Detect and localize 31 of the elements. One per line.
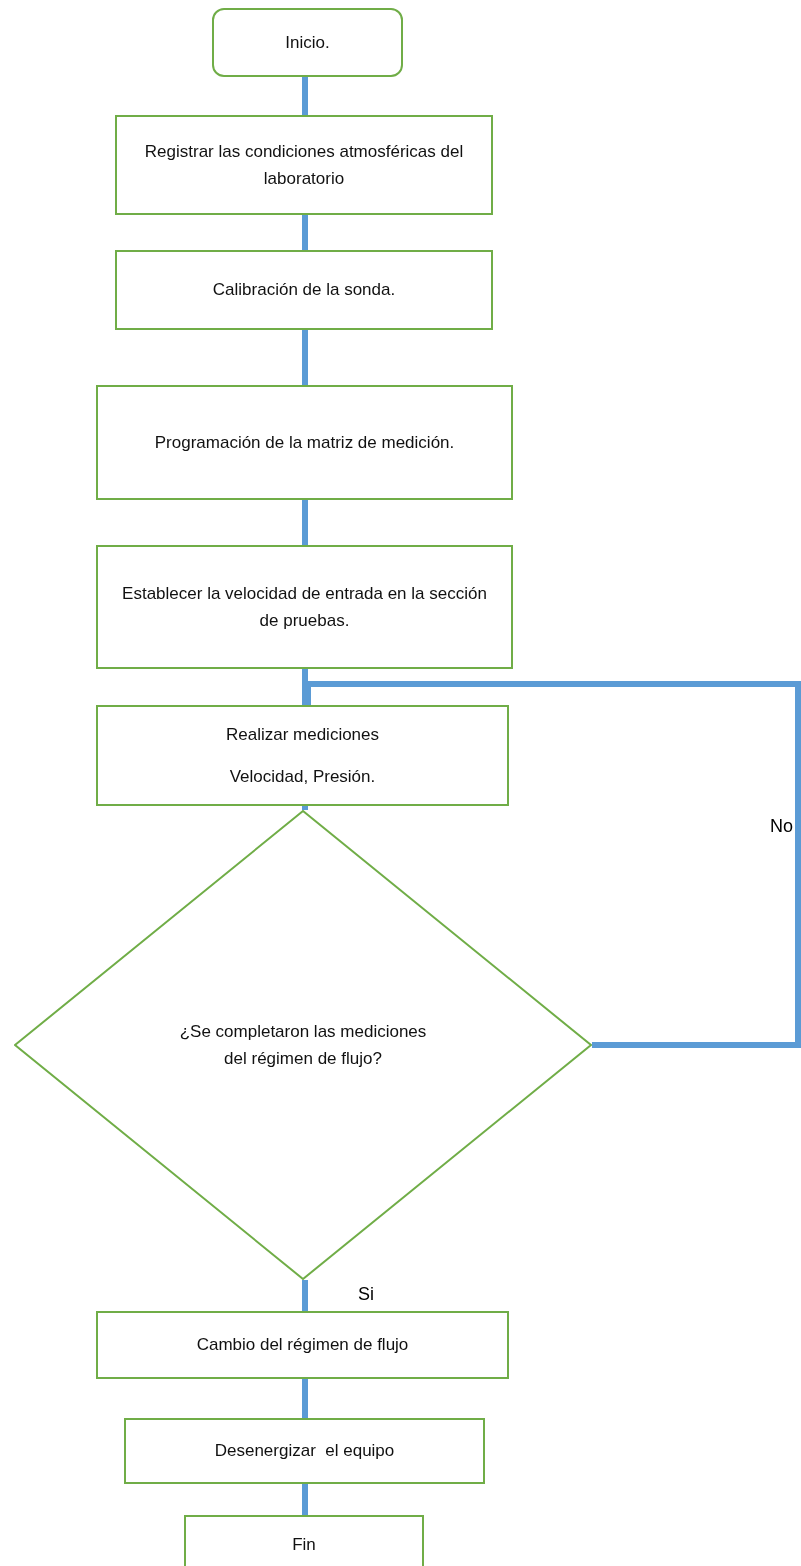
node-text: Inicio. [284,31,331,54]
process-box [96,545,513,669]
node-text: Programación de la matriz de medición. [153,431,456,454]
decision-diamond [14,810,592,1280]
connector-line [302,806,308,810]
process-box [96,385,513,500]
process-box [115,115,493,215]
node-text: Registrar las condiciones atmosféricas del laboratorio [143,140,465,190]
node-text: Desenergizar el equipo [213,1440,396,1463]
node-text: ¿Se completaron las mediciones del régimen de flujo? [178,1020,428,1070]
node-text: Fin [291,1534,317,1557]
connector-line [302,215,308,250]
node-text: Cambio del régimen de flujo [195,1334,410,1357]
node-text: Velocidad, Presión. [228,765,377,788]
process-box [124,1418,485,1484]
connector-line [305,681,801,1048]
process-box [96,1311,509,1379]
node-text: Calibración de la sonda. [211,279,397,302]
connector-line [302,77,308,115]
connector-line [302,330,308,385]
process-box [96,705,509,806]
node-text: Realizar mediciones [224,724,381,747]
node-text: Establecer la velocidad de entrada en la sección de pruebas. [121,582,488,632]
connector-line [302,669,308,705]
connector-line [302,500,308,545]
process-box [184,1515,424,1566]
connector-line [302,1379,308,1418]
terminal-box [212,8,403,77]
connector-line [302,1484,308,1515]
process-box [115,250,493,330]
connector-line [302,1280,308,1311]
